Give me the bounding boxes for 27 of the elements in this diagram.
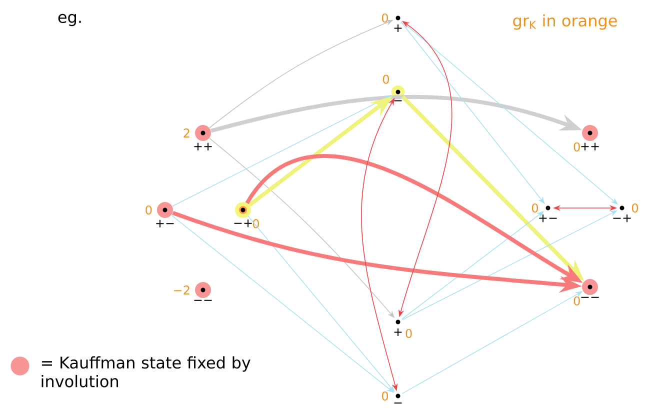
node-label: 0 bbox=[574, 142, 580, 152]
node-label: 0 bbox=[382, 74, 390, 84]
node-label: +− bbox=[156, 220, 174, 228]
node-label: 0 bbox=[632, 203, 638, 213]
node-label: −− bbox=[581, 296, 599, 298]
node-label: −+ bbox=[613, 214, 631, 222]
node-label: 0 bbox=[574, 296, 580, 306]
node-label: 0 bbox=[532, 203, 538, 213]
node-label: − bbox=[394, 402, 402, 404]
node-label: −2 bbox=[174, 286, 190, 294]
node-label: ++ bbox=[194, 142, 212, 150]
node-label: −+ bbox=[234, 220, 252, 228]
note: eg. bbox=[58, 14, 81, 26]
node-label: 0 bbox=[382, 13, 388, 23]
legend-text: = Kauffman state fixed by involution bbox=[42, 356, 250, 388]
node-label: +− bbox=[539, 214, 557, 222]
node-label: + bbox=[394, 328, 402, 336]
node-label: + bbox=[394, 24, 402, 32]
node-label: 0 bbox=[252, 219, 259, 228]
node-label: ++ bbox=[581, 142, 599, 150]
node-label: − bbox=[394, 100, 402, 102]
note: gr$_{K}$ in orange bbox=[513, 14, 617, 30]
node-label: −− bbox=[194, 300, 212, 301]
node-label: 0 bbox=[382, 391, 388, 401]
node-label: 2 bbox=[184, 128, 190, 138]
node-label: 0 bbox=[406, 328, 412, 338]
node-label: 0 bbox=[146, 205, 152, 215]
